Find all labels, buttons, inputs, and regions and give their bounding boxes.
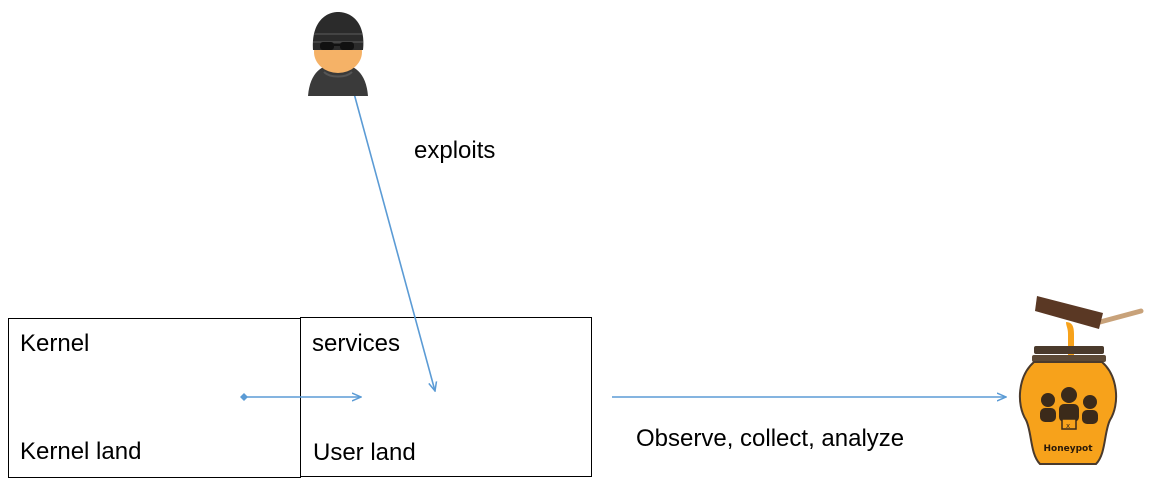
observe-collect-analyze-label: Observe, collect, analyze bbox=[636, 425, 905, 452]
svg-text:x: x bbox=[1066, 422, 1070, 430]
honeypot-jar-icon: x Honeypot bbox=[1018, 296, 1144, 465]
hacker-icon bbox=[308, 12, 368, 96]
kernel-label: Kernel bbox=[20, 330, 90, 357]
user-land-label: User land bbox=[313, 439, 416, 466]
honeypot-label: Honeypot bbox=[1043, 444, 1093, 454]
services-label: services bbox=[312, 330, 401, 357]
kernel-to-user-arrow-start bbox=[240, 393, 248, 401]
exploits-label: exploits bbox=[414, 137, 496, 164]
exploits-arrow bbox=[351, 85, 435, 391]
kernel-land-label: Kernel land bbox=[20, 438, 142, 465]
